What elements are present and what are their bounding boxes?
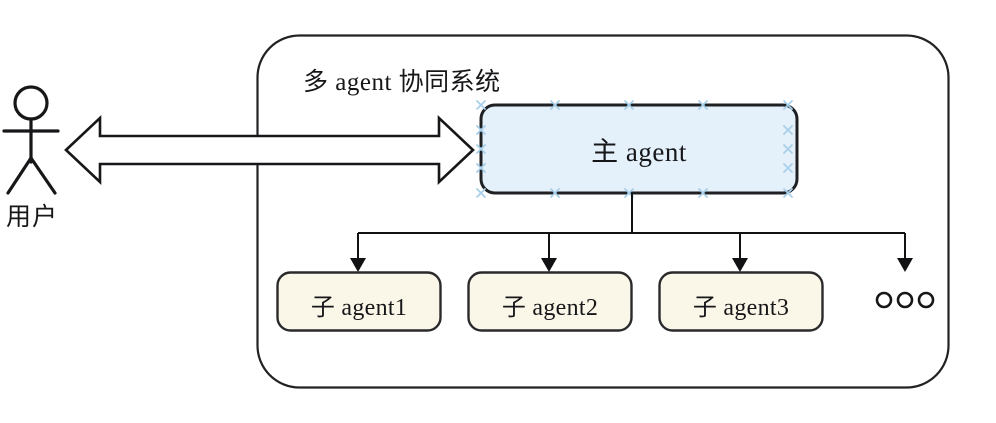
child-agent-box-1[interactable] <box>467 271 633 332</box>
selection-handle-x-icon[interactable] <box>550 188 560 198</box>
user-main-agent-bidirectional-arrow[interactable] <box>64 114 475 186</box>
ellipsis-circle-icon <box>875 291 893 309</box>
actor-head-icon <box>13 85 49 121</box>
child-agent-label: 子 agent3 <box>692 295 790 321</box>
selection-handle-x-icon[interactable] <box>476 144 486 154</box>
arrowhead-down-icon <box>732 258 748 272</box>
selection-handle-x-icon[interactable] <box>783 188 793 198</box>
arrowhead-down-icon <box>350 258 366 272</box>
selection-handle-x-icon[interactable] <box>624 100 634 110</box>
child-agent-label: 子 agent2 <box>501 295 599 321</box>
connector-arrowheads <box>350 258 913 272</box>
selection-handle-x-icon[interactable] <box>783 125 793 135</box>
multi-agent-system-container[interactable] <box>256 34 950 389</box>
child-agent-label: 子 agent1 <box>310 295 408 321</box>
selection-handle-x-icon[interactable] <box>698 100 708 110</box>
actor-right-leg-icon <box>29 156 57 195</box>
selection-handle-x-icon[interactable] <box>783 163 793 173</box>
selection-handle-x-icon[interactable] <box>476 125 486 135</box>
user-actor-icon[interactable] <box>2 85 60 195</box>
main-agent-label: 主 agent <box>591 137 687 167</box>
ellipsis-circle-icon <box>896 291 914 309</box>
arrowhead-down-icon <box>541 258 557 272</box>
arrowhead-down-icon <box>897 258 913 272</box>
child-agent-box-0[interactable] <box>276 271 442 332</box>
user-actor-label: 用户 <box>6 204 59 231</box>
selection-handle-x-icon[interactable] <box>698 188 708 198</box>
selection-handle-x-icon[interactable] <box>476 100 486 110</box>
system-title: 多 agent 协同系统 <box>303 69 501 96</box>
child-agent-box-2[interactable] <box>658 271 824 332</box>
ellipsis-circle-icon <box>917 291 935 309</box>
selection-handle-x-icon[interactable] <box>476 188 486 198</box>
selection-handle-x-icon[interactable] <box>783 100 793 110</box>
main-to-children-connectors <box>357 193 906 262</box>
actor-left-leg-icon <box>6 156 33 195</box>
more-agents-ellipsis-icon <box>875 291 935 309</box>
selection-handle-x-icon[interactable] <box>476 163 486 173</box>
selection-handle-x-icon[interactable] <box>550 100 560 110</box>
selection-handle-x-icon[interactable] <box>783 144 793 154</box>
